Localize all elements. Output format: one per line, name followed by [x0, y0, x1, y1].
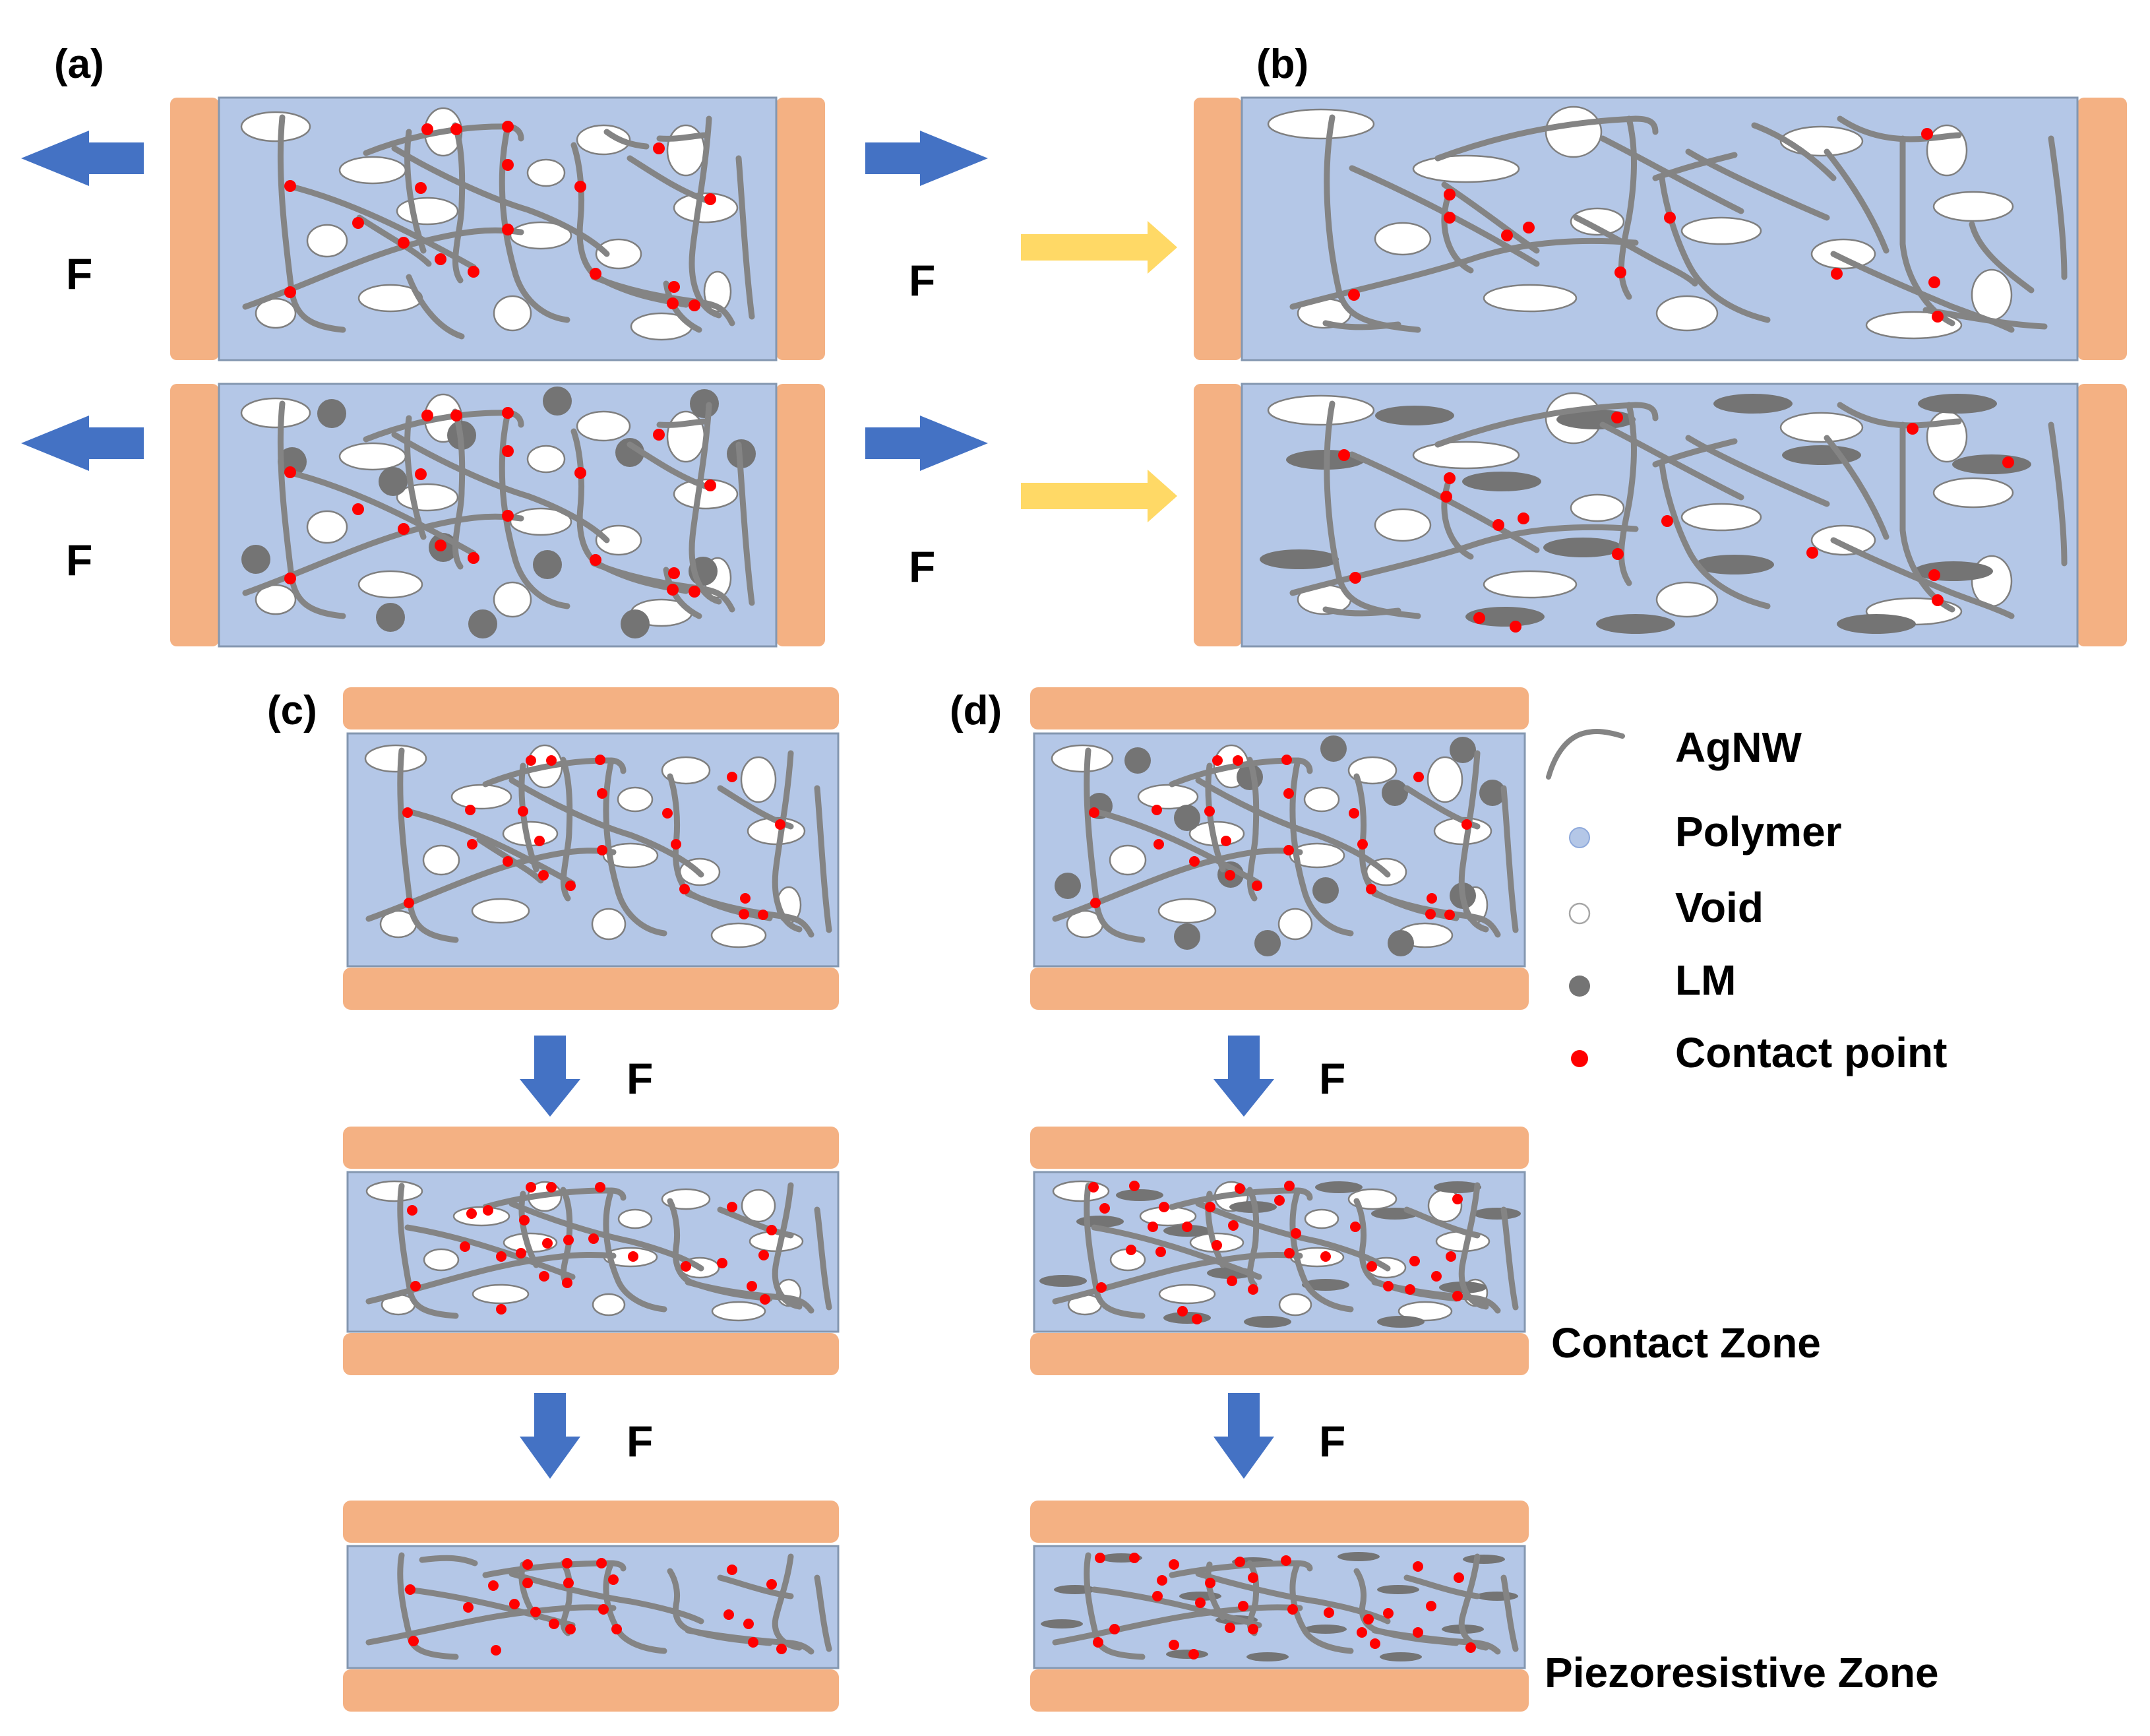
- contact-zone-label: Contact Zone: [1551, 1319, 1821, 1367]
- specimen-a-agnw-lm: [170, 383, 825, 648]
- force-label: F: [1319, 1054, 1345, 1103]
- electrode: [170, 98, 219, 360]
- transition-arrow-icon: [1021, 470, 1177, 522]
- electrode: [343, 687, 839, 729]
- specimen-c-contact-zone: [343, 1127, 840, 1375]
- polymer-legend-icon: [1569, 827, 1590, 848]
- force-arrow-down-icon: [520, 1036, 580, 1117]
- force-arrow-down-icon: [1213, 1036, 1274, 1117]
- panel-b-label: (b): [1256, 42, 1308, 87]
- specimen-d-contact-zone: [1030, 1127, 1529, 1375]
- panel-a-label: (a): [54, 42, 104, 87]
- electrode: [2077, 98, 2127, 360]
- legend-label-contact-point: Contact point: [1675, 1029, 1947, 1076]
- specimen-a-agnw: [170, 96, 825, 361]
- electrode: [1030, 1669, 1529, 1712]
- force-arrow-right-icon: [865, 131, 988, 186]
- electrode: [343, 1127, 839, 1169]
- force-arrow-left-icon: [21, 416, 144, 471]
- legend: AgNW Polymer Void LM Contact point: [1546, 724, 1947, 1076]
- contact-points: [405, 1558, 787, 1656]
- contact-points: [1089, 755, 1472, 920]
- force-label: F: [66, 249, 92, 298]
- panel-c: (c): [267, 687, 840, 1712]
- specimen-c-initial: [343, 687, 840, 1010]
- voids: [1052, 1180, 1490, 1322]
- electrode: [1194, 98, 1242, 360]
- contact-points: [407, 1182, 777, 1315]
- lm-legend-icon: [1569, 976, 1590, 997]
- panel-a: (a) F F F F: [21, 42, 1177, 648]
- liquid-metal-droplets: [1055, 735, 1506, 956]
- electrode: [1030, 968, 1529, 1010]
- panel-d-label: (d): [950, 688, 1002, 733]
- specimen-b-agnw: [1194, 96, 2127, 361]
- panel-b: (b): [1194, 42, 2127, 648]
- specimen-d-piezoresistive-zone: [1030, 1501, 1529, 1712]
- electrode: [343, 968, 839, 1010]
- electrode: [343, 1501, 839, 1543]
- legend-label-polymer: Polymer: [1675, 808, 1842, 855]
- contact-points: [1088, 1181, 1463, 1324]
- specimen-c-piezoresistive-zone: [343, 1501, 840, 1712]
- electrode: [1030, 1501, 1529, 1543]
- legend-label-agnw: AgNW: [1675, 724, 1802, 771]
- electrode: [1030, 687, 1529, 729]
- force-label: F: [909, 256, 935, 305]
- agnw-network: [1289, 114, 2068, 333]
- force-label: F: [627, 1417, 653, 1466]
- agnw-network: [365, 1552, 832, 1660]
- legend-label-void: Void: [1675, 884, 1764, 931]
- panel-d: (d): [950, 687, 1939, 1712]
- contact-points: [1338, 412, 2014, 633]
- electrode: [1030, 1127, 1529, 1169]
- electrode: [170, 384, 219, 646]
- panel-c-label: (c): [267, 688, 317, 733]
- force-arrow-down-icon: [1213, 1393, 1274, 1479]
- specimen-b-agnw-lm: [1194, 383, 2127, 648]
- electrode: [1030, 1333, 1529, 1375]
- electrode: [776, 384, 825, 646]
- electrode: [343, 1669, 839, 1712]
- liquid-metal-droplets: [1041, 1552, 1518, 1661]
- contact-points: [284, 121, 716, 311]
- contact-points: [402, 755, 785, 920]
- force-label: F: [66, 536, 92, 584]
- contact-points: [284, 407, 716, 598]
- electrode: [776, 98, 825, 360]
- contact-points: [1348, 128, 1944, 323]
- void-legend-icon: [1568, 902, 1591, 925]
- contact-points: [1093, 1553, 1476, 1659]
- transition-arrow-icon: [1021, 221, 1177, 274]
- legend-label-lm: LM: [1675, 956, 1736, 1004]
- piezoresistive-zone-label: Piezoresistive Zone: [1545, 1649, 1939, 1696]
- liquid-metal-droplets: [1039, 1181, 1521, 1328]
- force-arrow-left-icon: [21, 131, 144, 186]
- contact-point-legend-icon: [1571, 1050, 1588, 1067]
- force-label: F: [909, 542, 935, 591]
- force-label: F: [627, 1054, 653, 1103]
- force-arrow-down-icon: [520, 1393, 580, 1479]
- electrode: [343, 1333, 839, 1375]
- agnw-network: [365, 1182, 832, 1319]
- force-label: F: [1319, 1417, 1345, 1466]
- electrode: [1194, 384, 1242, 646]
- agnw-legend-icon: [1546, 729, 1625, 780]
- electrode: [2077, 384, 2127, 646]
- force-arrow-right-icon: [865, 416, 988, 471]
- specimen-d-initial: [1030, 687, 1529, 1010]
